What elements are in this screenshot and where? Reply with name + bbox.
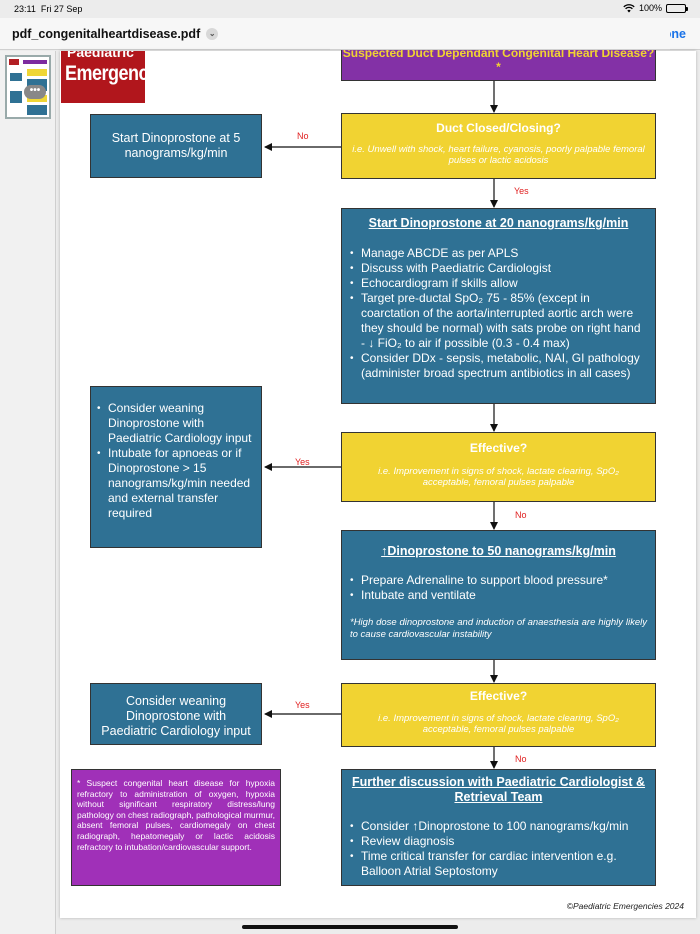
suspected-chd-text: Suspected Duct Dependant Congenital Hear… <box>342 46 655 74</box>
q3-yes-label: Yes <box>295 700 310 710</box>
q1-no-label: No <box>297 131 309 141</box>
home-indicator[interactable] <box>242 925 458 929</box>
start-5-nanograms-box: Start Dinoprostone at 5 nanograms/kg/min <box>90 114 262 178</box>
status-time: 23:11 Fri 27 Sep <box>14 4 83 14</box>
battery-icon <box>666 3 688 13</box>
more-icon[interactable]: ••• <box>24 85 46 99</box>
list-item: Intubate for apnoeas or if Dinoprostone … <box>97 446 255 521</box>
page-thumbnail-sidebar: ••• <box>0 51 56 934</box>
chevron-down-icon: ⌄ <box>206 28 219 40</box>
increase-50-nanograms-list: Prepare Adrenaline to support blood pres… <box>350 573 647 603</box>
q1-yes-label: Yes <box>514 186 529 196</box>
start-20-nanograms-box: Start Dinoprostone at 20 nanograms/kg/mi… <box>341 208 656 404</box>
consider-weaning-intubate-list: Consider weaning Dinoprostone with Paedi… <box>97 401 255 521</box>
list-item: Intubate and ventilate <box>350 588 647 603</box>
list-item: Discuss with Paediatric Cardiologist <box>350 261 647 276</box>
duct-closed-title: Duct Closed/Closing? <box>436 121 561 135</box>
list-item: Time critical transfer for cardiac inter… <box>350 849 647 879</box>
navbar-overlap <box>330 18 670 50</box>
page-thumbnail[interactable]: ••• <box>5 55 51 119</box>
list-item: Consider ↑Dinoprostone to 100 nanograms/… <box>350 819 647 834</box>
wifi-icon <box>623 4 635 13</box>
effective-question-box-2: Effective? i.e. Improvement in signs of … <box>341 683 656 747</box>
increase-50-nanograms-title: ↑Dinoprostone to 50 nanograms/kg/min <box>381 544 616 558</box>
effective-subtitle-1: i.e. Improvement in signs of shock, lact… <box>378 466 619 488</box>
consider-weaning-box: Consider weaning Dinoprostone with Paedi… <box>90 683 262 745</box>
footnote-box: * Suspect congenital heart disease for h… <box>71 769 281 886</box>
duct-closed-subtitle: i.e. Unwell with shock, heart failure, c… <box>352 144 645 166</box>
start-5-nanograms-text: Start Dinoprostone at 5 nanograms/kg/min <box>111 131 241 160</box>
list-item: Consider weaning Dinoprostone with Paedi… <box>97 401 255 446</box>
status-right: 100% <box>623 3 688 13</box>
high-dose-note: *High dose dinoprostone and induction of… <box>350 617 647 640</box>
start-20-nanograms-title: Start Dinoprostone at 20 nanograms/kg/mi… <box>368 216 629 230</box>
further-discussion-box: Further discussion with Paediatric Cardi… <box>341 769 656 886</box>
logo-top-text: Paediatric <box>67 51 134 60</box>
effective-question-box-1: Effective? i.e. Improvement in signs of … <box>341 432 656 502</box>
further-discussion-title: Further discussion with Paediatric Cardi… <box>351 775 646 804</box>
document-title: pdf_congenitalheartdisease.pdf <box>12 27 201 41</box>
consider-weaning-text: Consider weaning Dinoprostone with Paedi… <box>101 694 251 738</box>
list-item: Manage ABCDE as per APLS <box>350 246 647 261</box>
increase-50-nanograms-box: ↑Dinoprostone to 50 nanograms/kg/min Pre… <box>341 530 656 660</box>
q2-yes-label: Yes <box>295 457 310 467</box>
list-item: Review diagnosis <box>350 834 647 849</box>
battery-percent: 100% <box>638 3 662 13</box>
effective-subtitle-2: i.e. Improvement in signs of shock, lact… <box>378 713 619 735</box>
status-bar: 23:11 Fri 27 Sep 100% <box>0 0 700 18</box>
list-item: Prepare Adrenaline to support blood pres… <box>350 573 647 588</box>
consider-weaning-intubate-box: Consider weaning Dinoprostone with Paedi… <box>90 386 262 548</box>
list-item: Echocardiogram if skills allow <box>350 276 647 291</box>
document-title-button[interactable]: pdf_congenitalheartdisease.pdf ⌄ <box>12 27 219 41</box>
start-20-nanograms-list: Manage ABCDE as per APLS Discuss with Pa… <box>350 246 647 381</box>
duct-closed-question-box: Duct Closed/Closing? i.e. Unwell with sh… <box>341 113 656 179</box>
list-item: Target pre-ductal SpO₂ 75 - 85% (except … <box>350 291 647 351</box>
logo-main-text: Emergencies <box>65 61 145 85</box>
q2-no-label: No <box>515 510 527 520</box>
further-discussion-list: Consider ↑Dinoprostone to 100 nanograms/… <box>350 819 647 879</box>
q3-no-label: No <box>515 754 527 764</box>
paediatric-emergencies-logo: Paediatric Emergencies <box>61 51 145 103</box>
footnote-text: * Suspect congenital heart disease for h… <box>77 778 275 852</box>
effective-title-2: Effective? <box>469 689 528 703</box>
list-item: Consider DDx - sepsis, metabolic, NAI, G… <box>350 351 647 381</box>
effective-title-1: Effective? <box>469 441 528 455</box>
copyright-text: ©Paediatric Emergencies 2024 <box>566 901 684 911</box>
